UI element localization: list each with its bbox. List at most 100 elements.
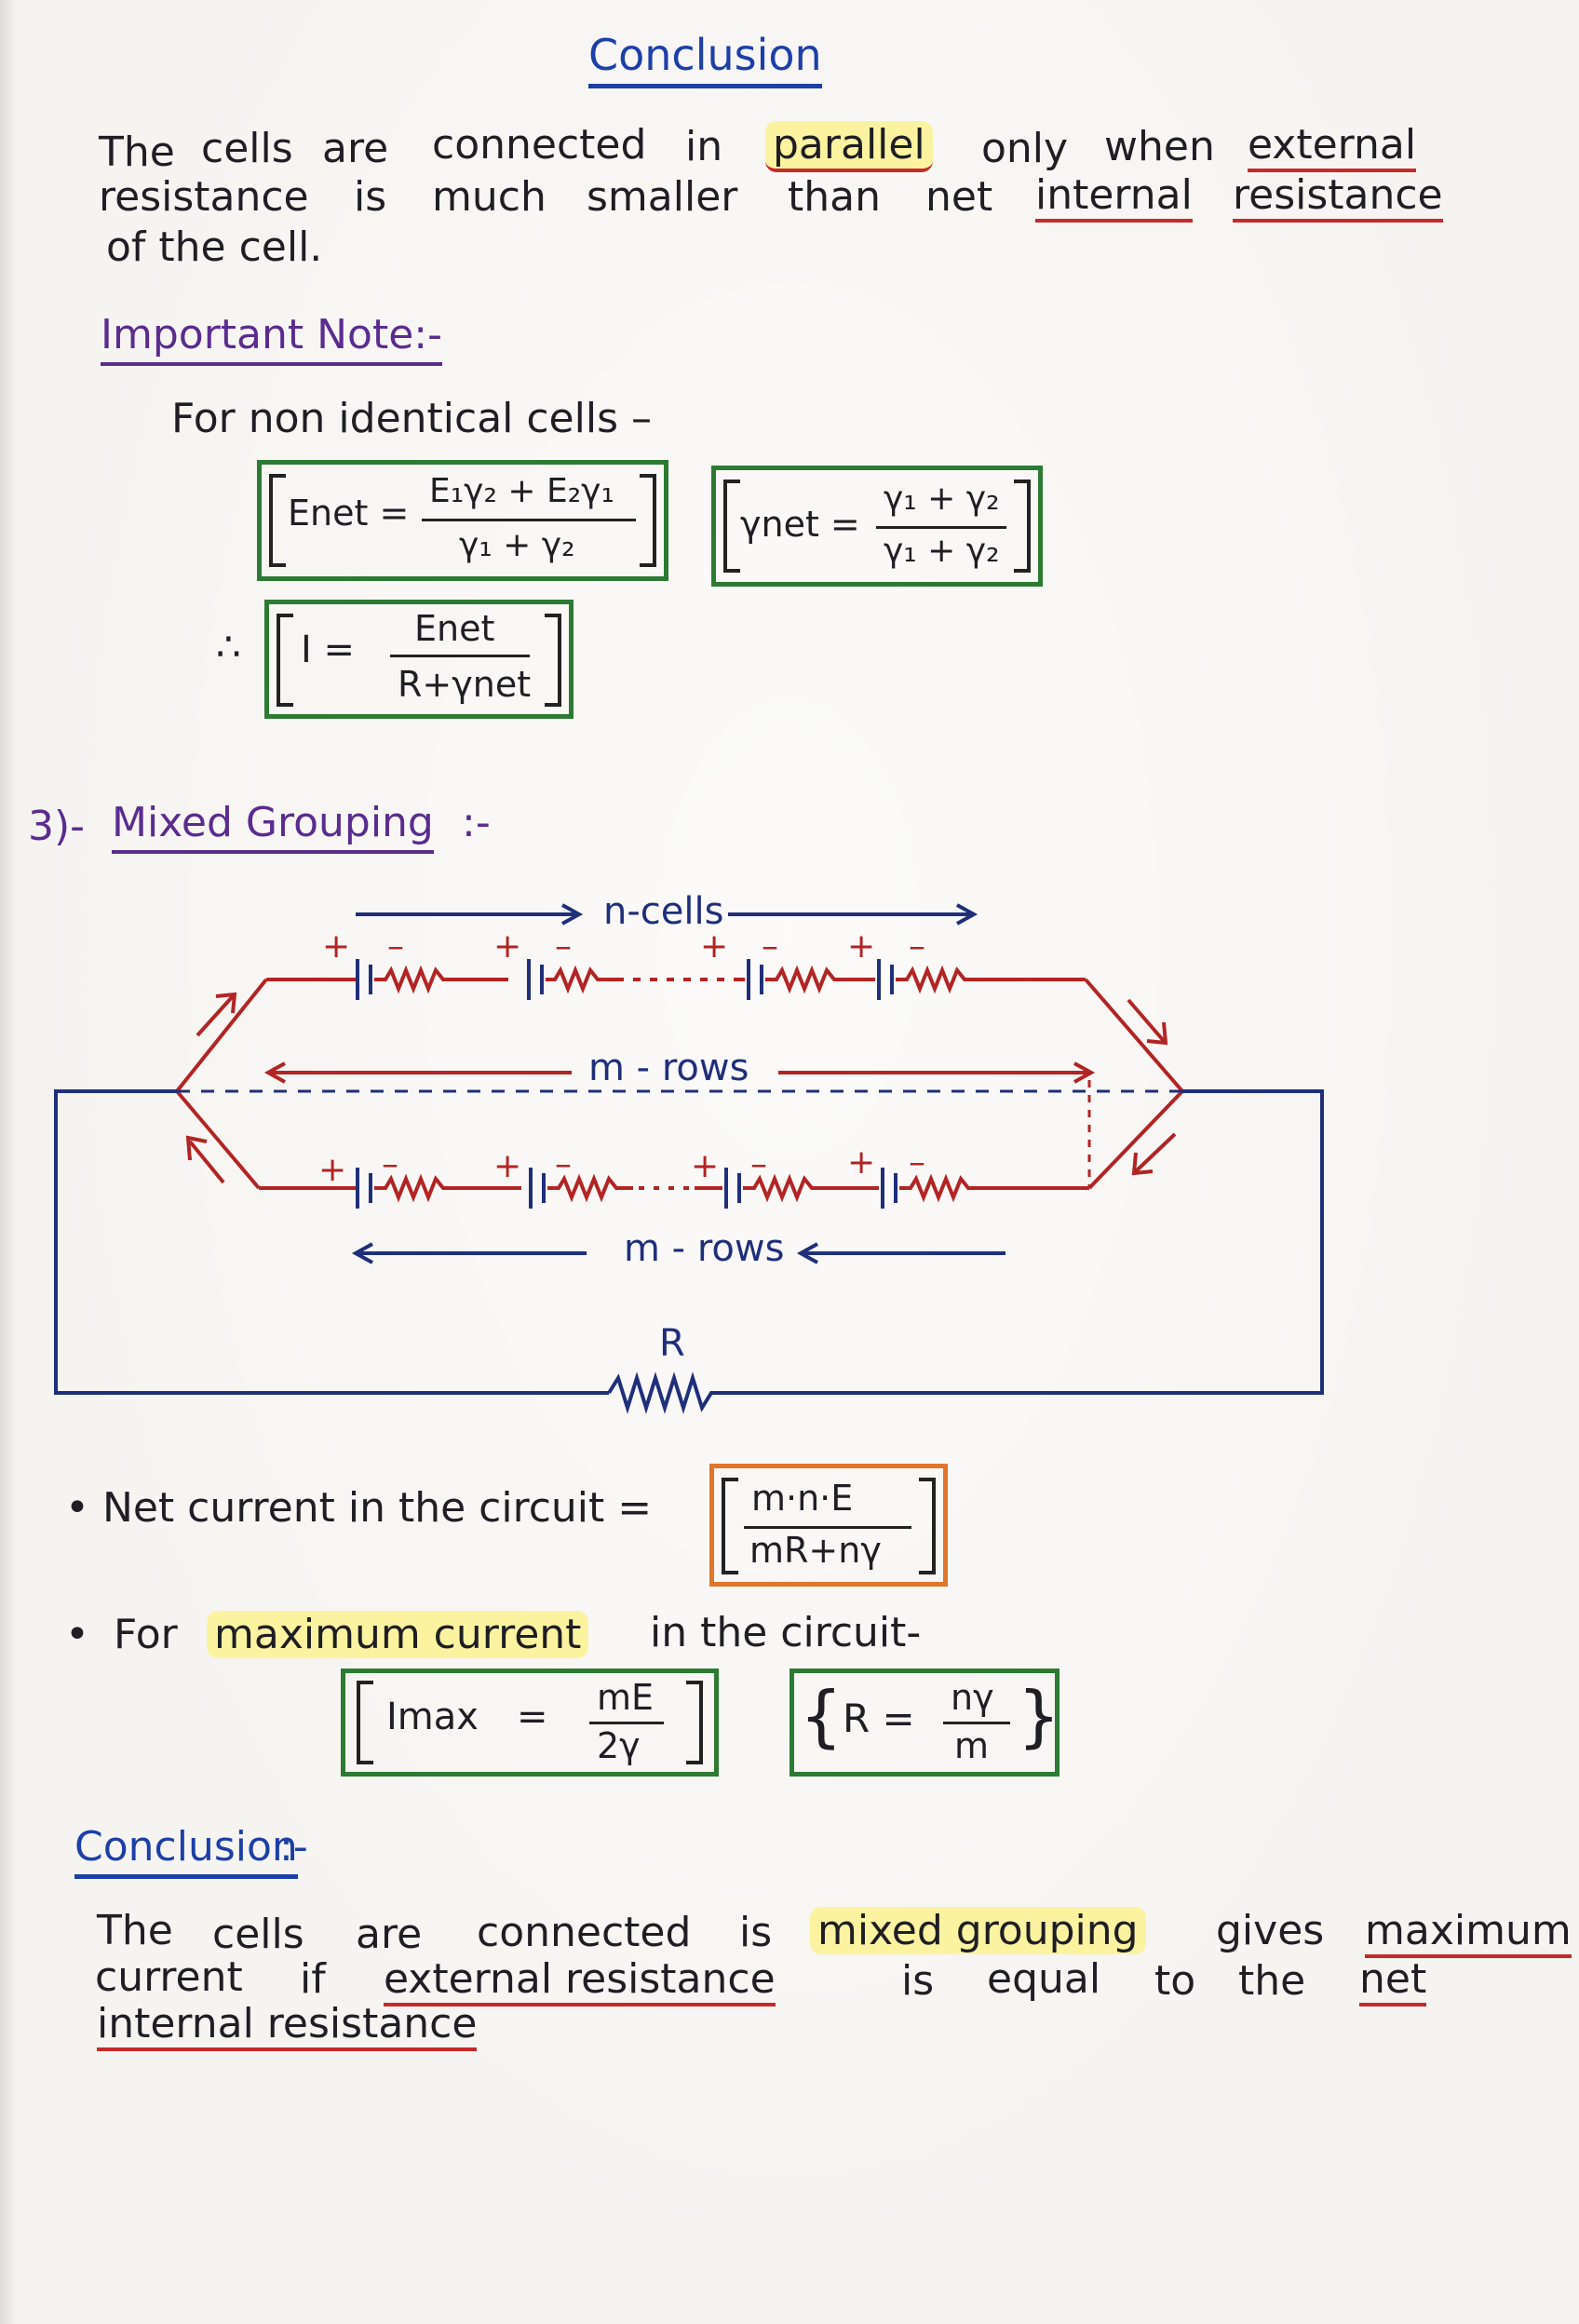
text-line: of the cell.	[106, 223, 323, 271]
imax-denominator: 2γ	[597, 1725, 641, 1766]
current-formula-box: I = Enet R+γnet	[264, 600, 574, 719]
n-cells-label: n-cells	[603, 890, 724, 933]
plus-sign: +	[493, 927, 522, 966]
brace-close: }	[1018, 1677, 1060, 1755]
bracket-left	[722, 1478, 738, 1574]
underlined-net: net	[1359, 1955, 1427, 2006]
word: when	[1104, 123, 1215, 170]
important-note-heading: Important Note:-	[101, 311, 442, 366]
top-row-wire	[175, 959, 1184, 1093]
underlined-maximum: maximum	[1365, 1907, 1572, 1958]
resistor-label: R	[659, 1322, 685, 1365]
equals-sign: =	[517, 1696, 548, 1738]
enet-formula-box: Enet = E₁γ₂ + E₂γ₁ γ₁ + γ₂	[257, 460, 668, 581]
plus-sign: +	[847, 1143, 876, 1182]
word: are	[322, 125, 389, 172]
word: For	[114, 1611, 178, 1658]
underlined-internal: internal	[1035, 171, 1193, 223]
section-number: 3)-	[28, 803, 86, 850]
section-suffix: :-	[462, 799, 491, 846]
current-numerator: Enet	[414, 608, 495, 649]
net-current-formula-box: m·n·E mR+nγ	[709, 1464, 948, 1587]
minus-sign: –	[382, 1145, 398, 1183]
word: current	[95, 1953, 243, 2001]
fraction-bar	[876, 526, 1006, 529]
m-rows-bottom-label: m - rows	[624, 1227, 785, 1270]
minus-sign: –	[555, 1145, 572, 1183]
underlined-resistance: resistance	[1233, 171, 1443, 223]
word: than	[788, 173, 881, 221]
word: smaller	[587, 173, 738, 221]
fraction-bar	[744, 1526, 911, 1529]
r-lhs: R =	[843, 1696, 915, 1741]
imax-lhs: Imax	[386, 1696, 479, 1738]
plus-sign: +	[847, 927, 876, 966]
highlight-parallel: parallel	[765, 121, 933, 172]
imax-numerator: mE	[597, 1677, 655, 1718]
plus-sign: +	[691, 1147, 720, 1185]
underlined-external: external	[1248, 121, 1417, 172]
m-rows-top-arrows	[263, 1061, 1096, 1084]
therefore-symbol: ∴	[216, 624, 241, 669]
word: The	[99, 128, 175, 176]
underlined-internal-resistance: internal resistance	[97, 2000, 478, 2051]
word: gives	[1216, 1907, 1325, 1954]
plus-sign: +	[493, 1147, 522, 1185]
current-lhs: I =	[301, 628, 356, 671]
net-current-denominator: mR+nγ	[749, 1530, 882, 1571]
word: The	[97, 1907, 173, 1954]
bracket-left	[277, 614, 293, 707]
n-cells-arrow-left	[356, 903, 584, 926]
word: only	[981, 125, 1069, 172]
bracket-right	[1014, 480, 1031, 573]
current-denominator: R+γnet	[398, 664, 532, 705]
r-numerator: nγ	[951, 1677, 994, 1718]
enet-denominator: γ₁ + γ₂	[459, 526, 575, 564]
word: in	[685, 123, 723, 170]
word: is	[354, 173, 387, 221]
word: much	[432, 173, 547, 221]
word: connected	[432, 121, 647, 169]
word: cells	[212, 1911, 304, 1958]
bracket-right	[545, 614, 561, 707]
r-condition-formula-box: { R = nγ m }	[790, 1669, 1060, 1777]
non-identical-line: For non identical cells –	[171, 395, 652, 442]
minus-sign: –	[909, 927, 925, 966]
m-rows-bottom-arrows	[351, 1242, 1005, 1264]
underlined-external-resistance: external resistance	[384, 1955, 776, 2006]
minus-sign: –	[750, 1145, 767, 1183]
text-line: in the circuit-	[650, 1609, 922, 1656]
bullet: •	[65, 1611, 89, 1658]
rnet-formula-box: γnet = γ₁ + γ₂ γ₁ + γ₂	[711, 466, 1043, 587]
word: connected	[477, 1909, 692, 1956]
fraction-bar	[422, 519, 636, 521]
bracket-right	[640, 474, 656, 567]
conclusion2-heading: Conclusion	[74, 1823, 298, 1879]
m-rows-top-label: m - rows	[588, 1047, 749, 1089]
word: resistance	[99, 173, 309, 221]
bottom-row-wire	[175, 1089, 1184, 1209]
word: are	[356, 1911, 423, 1958]
n-cells-arrow-right	[728, 903, 978, 926]
word: is	[739, 1909, 773, 1956]
minus-sign: –	[555, 927, 572, 966]
enet-lhs: Enet =	[288, 493, 410, 534]
word: net	[925, 173, 993, 221]
fraction-bar	[390, 655, 530, 657]
bracket-right	[919, 1478, 936, 1574]
plus-sign: +	[318, 1151, 347, 1189]
plus-sign: +	[322, 927, 351, 966]
brace-open: {	[800, 1677, 843, 1755]
direction-arrows	[185, 992, 1177, 1184]
rnet-lhs: γnet =	[740, 504, 860, 545]
word: the	[1238, 1957, 1306, 2005]
net-current-numerator: m·n·E	[751, 1478, 854, 1519]
conclusion2-suffix: :-	[279, 1823, 308, 1871]
rnet-numerator: γ₁ + γ₂	[884, 480, 1000, 518]
enet-numerator: E₁γ₂ + E₂γ₁	[429, 472, 614, 510]
bracket-left	[269, 474, 286, 567]
r-denominator: m	[954, 1725, 990, 1766]
bracket-right	[686, 1681, 703, 1764]
minus-sign: –	[762, 927, 778, 966]
